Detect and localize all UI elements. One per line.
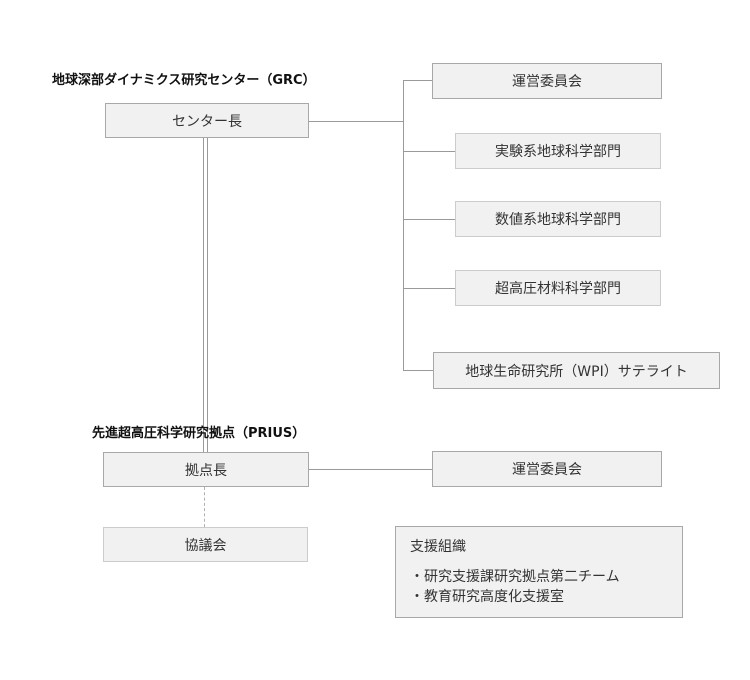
connector-branch-committee xyxy=(403,80,432,81)
support-organization-title: 支援組織 xyxy=(410,539,466,555)
support-organization-item: ・教育研究高度化支援室 xyxy=(410,589,564,605)
connector-branch-division-2 xyxy=(403,219,455,220)
grc-steering-committee-box: 運営委員会 xyxy=(432,63,662,99)
connector-branch-satellite xyxy=(403,370,433,371)
connector-branch-division-1 xyxy=(403,151,455,152)
connector-bracket-vertical xyxy=(403,80,404,371)
support-organization-box: 支援組織 ・研究支援課研究拠点第二チーム ・教育研究高度化支援室 xyxy=(395,526,683,618)
connector-grc-to-prius-right xyxy=(207,138,208,454)
grc-division-box-1: 実験系地球科学部門 xyxy=(455,133,661,169)
grc-title: 地球深部ダイナミクス研究センター（GRC） xyxy=(52,73,316,88)
prius-title: 先進超高圧科学研究拠点（PRIUS） xyxy=(92,426,306,441)
connector-prius-head-to-council xyxy=(204,487,205,527)
grc-satellite-box: 地球生命研究所（WPI）サテライト xyxy=(433,352,720,389)
prius-base-director-box: 拠点長 xyxy=(103,452,309,487)
grc-division-box-2: 数値系地球科学部門 xyxy=(455,201,661,237)
grc-division-box-3: 超高圧材料科学部門 xyxy=(455,270,661,306)
connector-grc-to-prius-left xyxy=(203,138,204,454)
connector-head-to-bracket xyxy=(309,121,403,122)
connector-branch-division-3 xyxy=(403,288,455,289)
support-organization-item: ・研究支援課研究拠点第二チーム xyxy=(410,569,620,585)
grc-center-director-box: センター長 xyxy=(105,103,309,138)
connector-prius-head-to-committee xyxy=(309,469,432,470)
prius-council-box: 協議会 xyxy=(103,527,308,562)
prius-steering-committee-box: 運営委員会 xyxy=(432,451,662,487)
